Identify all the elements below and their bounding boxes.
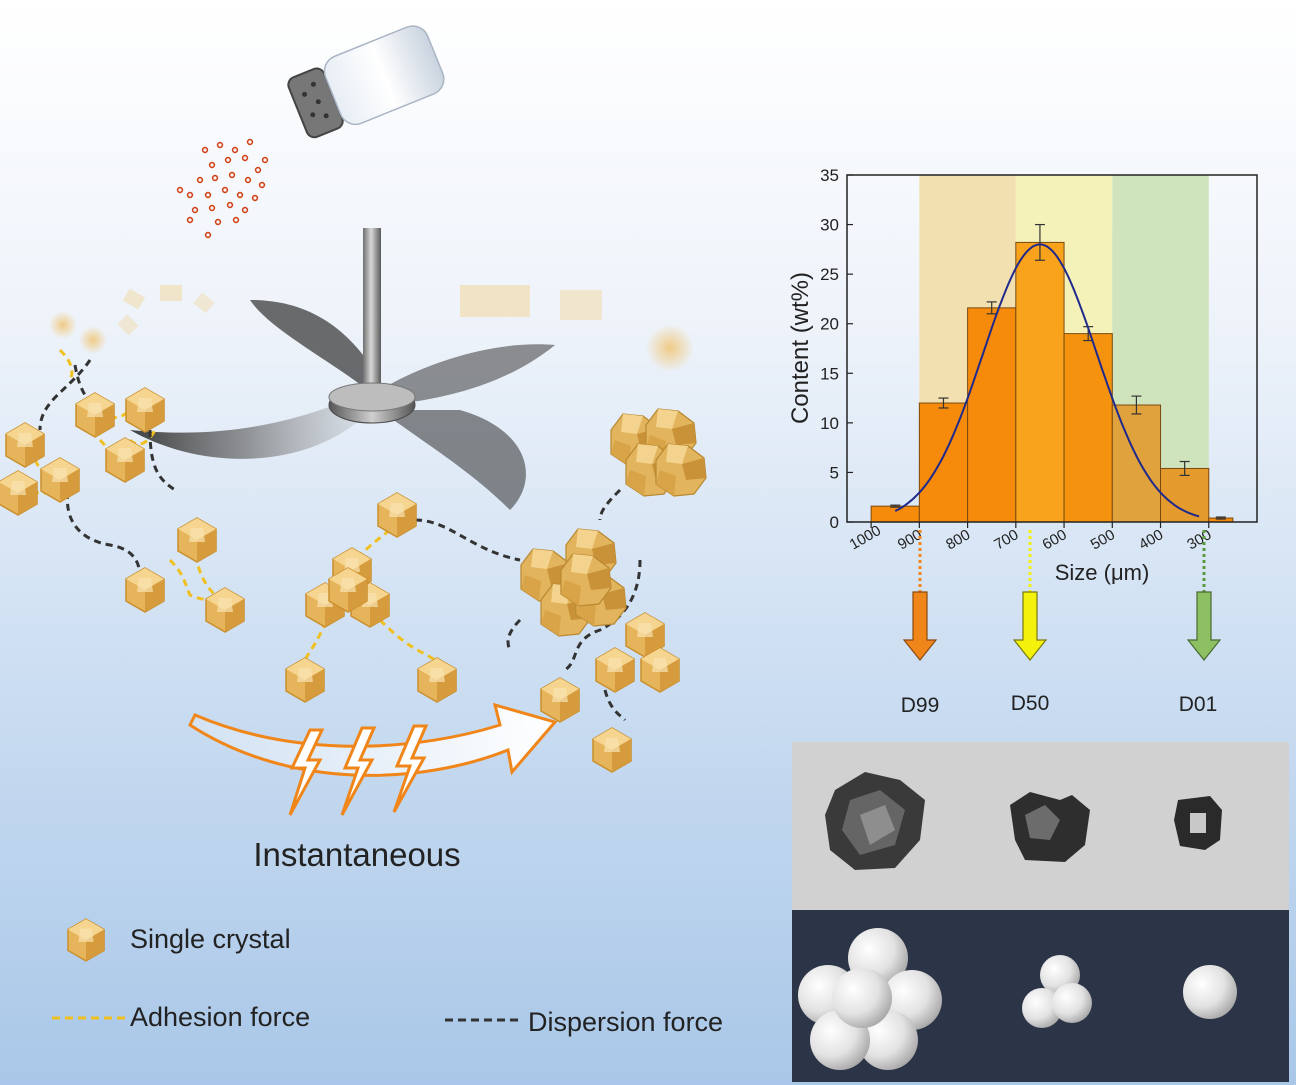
d50-arrow-icon (1012, 591, 1048, 661)
salt-dot (208, 204, 216, 212)
x-tick-label: 600 (1040, 526, 1070, 553)
y-tick-label: 25 (820, 265, 839, 284)
salt-shaker-icon (287, 25, 445, 139)
salt-dot (224, 156, 232, 164)
salt-dot (241, 154, 249, 162)
y-tick-label: 20 (820, 315, 839, 334)
salt-dot (186, 191, 194, 199)
crystal-agglomerates (520, 408, 707, 637)
salt-dot (258, 181, 266, 189)
salt-dot (208, 161, 216, 169)
d50-label: D50 (1011, 692, 1050, 715)
salt-dot (191, 206, 199, 214)
salt-dot (228, 171, 236, 179)
x-tick-label: 300 (1184, 526, 1214, 553)
x-tick-label: 700 (991, 526, 1021, 553)
salt-dot (204, 231, 212, 239)
salt-dot (236, 191, 244, 199)
y-tick-label: 15 (820, 364, 839, 383)
salt-dot (214, 218, 222, 226)
impeller-icon (130, 228, 555, 510)
salt-dot (246, 138, 254, 146)
salt-dot (211, 174, 219, 182)
bar-6 (1160, 467, 1210, 523)
bar-0 (870, 505, 920, 523)
salt-dot (261, 156, 269, 164)
percentile-guides (902, 530, 1222, 661)
sphere-model-d01 (1183, 965, 1237, 1019)
bar-1 (918, 402, 969, 523)
error-bar-6 (1179, 460, 1190, 477)
salt-dot (254, 166, 262, 174)
salt-dot (232, 216, 240, 224)
error-bar-2 (986, 301, 997, 315)
error-bar-3 (1034, 223, 1045, 261)
d01-label: D01 (1179, 693, 1218, 716)
process-label: Instantaneous (253, 836, 460, 873)
salt-dot (244, 176, 252, 184)
error-bar-1 (938, 397, 949, 409)
bar-3 (1015, 241, 1065, 523)
micrograph-d50 (1010, 792, 1090, 862)
x-axis-label: Size (μm) (1055, 560, 1150, 585)
legend-dispersion-label: Dispersion force (528, 1007, 723, 1037)
sphere-model-d50 (1022, 955, 1092, 1028)
salt-dot (186, 216, 194, 224)
y-tick-label: 10 (820, 414, 839, 433)
salt-dot (176, 186, 184, 194)
salt-dot (231, 146, 239, 154)
micrograph-d01 (1174, 796, 1222, 850)
x-tick-label: 1000 (847, 522, 884, 553)
y-axis: 0 5 10 15 20 25 30 35 (820, 166, 853, 532)
y-tick-label: 5 (830, 463, 839, 482)
bar-5 (1111, 404, 1162, 523)
legend-crystal-icon (67, 918, 105, 962)
legend: Single crystal Adhesion force Dispersion… (52, 918, 723, 1037)
x-tick-label: 500 (1088, 526, 1118, 553)
salt-dot (201, 146, 209, 154)
y-tick-label: 0 (830, 513, 839, 532)
x-tick-label: 800 (943, 526, 973, 553)
bar-4 (1063, 333, 1113, 523)
salt-dot (241, 206, 249, 214)
d99-arrow-icon (902, 591, 938, 661)
error-bar-0 (890, 504, 901, 508)
sphere-model-d99 (798, 928, 942, 1070)
salt-dot (226, 201, 234, 209)
motion-blur-crystals (49, 285, 694, 372)
salt-dot (204, 191, 212, 199)
micrograph-panel (792, 742, 1289, 1082)
y-axis-label: Content (wt%) (787, 272, 814, 424)
d99-label: D99 (901, 694, 940, 717)
x-tick-label: 400 (1136, 526, 1166, 553)
y-tick-label: 35 (820, 166, 839, 185)
salt-particles (176, 138, 269, 239)
error-bar-5 (1131, 395, 1142, 415)
error-bar-7 (1215, 516, 1226, 520)
gaussian-fit-curve (894, 243, 1200, 518)
legend-crystal-label: Single crystal (130, 924, 291, 954)
d01-arrow-icon (1186, 591, 1222, 661)
instantaneous-arrow (188, 702, 558, 816)
micrograph-d99 (825, 772, 925, 870)
salt-dot (221, 186, 229, 194)
legend-adhesion-label: Adhesion force (130, 1002, 310, 1032)
y-tick-label: 30 (820, 216, 839, 235)
salt-dot (251, 194, 259, 202)
salt-dot (216, 141, 224, 149)
chart-bars (870, 223, 1234, 523)
bar-2 (967, 307, 1017, 523)
salt-dot (196, 176, 204, 184)
chart-frame (846, 174, 1258, 523)
